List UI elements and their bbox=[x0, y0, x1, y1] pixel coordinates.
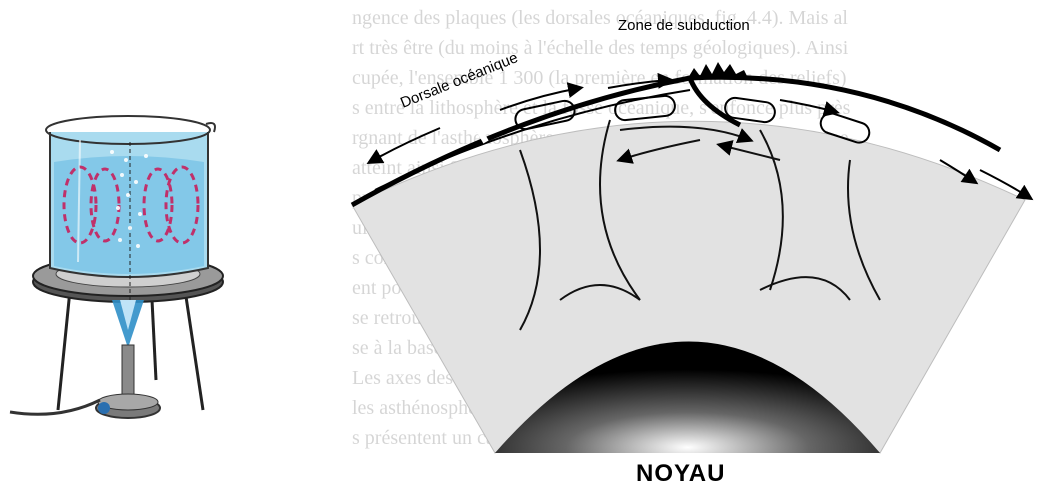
subduction-mountains bbox=[688, 62, 748, 78]
subduction-zone-label: Zone de subduction bbox=[618, 17, 750, 34]
core-label: NOYAU bbox=[636, 460, 725, 488]
